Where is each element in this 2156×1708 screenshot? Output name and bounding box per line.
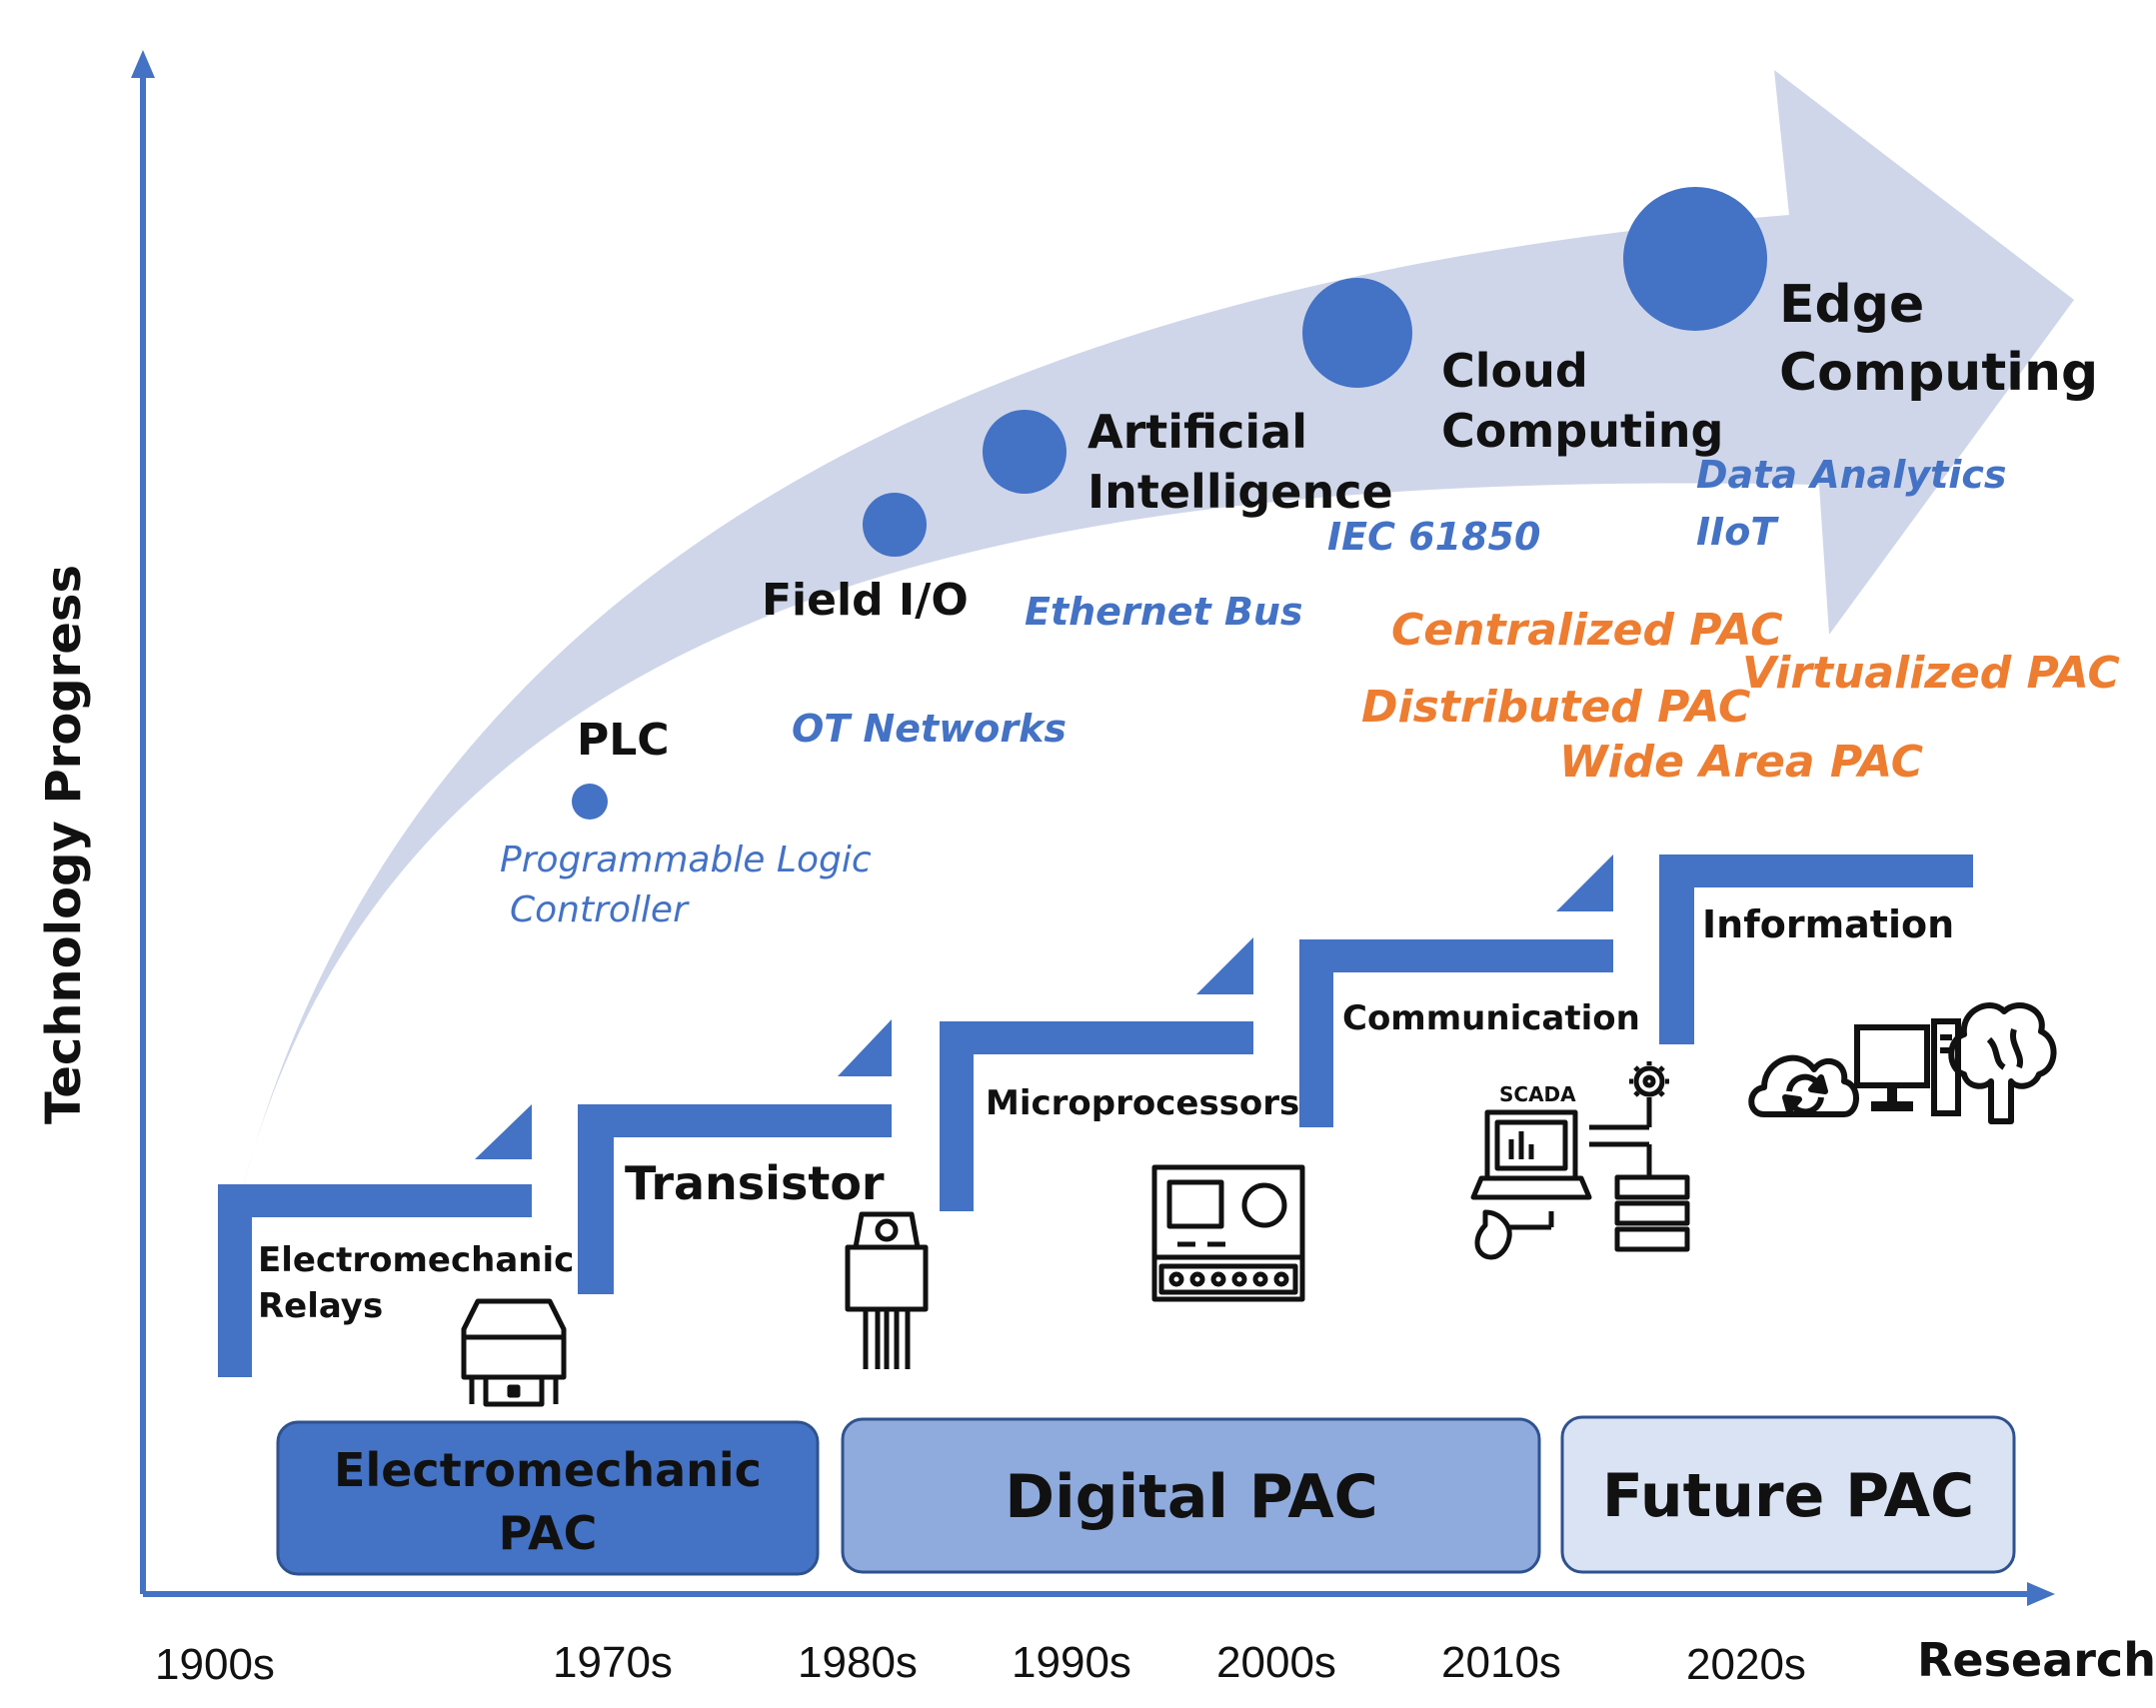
pac-variant-virtualized: Virtualized PAC	[1742, 648, 2120, 699]
decade-label: 1980s	[798, 1638, 918, 1687]
step-label-relays-line1: Electromechanic	[258, 1240, 574, 1280]
step-3-wedge	[1196, 937, 1253, 994]
step-5-tread	[1659, 854, 1973, 887]
milestone-dot	[983, 410, 1067, 494]
milestone-dot	[572, 784, 608, 820]
milestone-plc-desc-line2: Controller	[510, 889, 690, 930]
decade-label: 2000s	[1216, 1638, 1336, 1687]
milestone-edge-desc-line1: Data Analytics	[1696, 453, 2006, 497]
pac-variant-distributed: Distributed PAC	[1361, 682, 1750, 733]
microprocessor-device-icon	[1151, 1164, 1305, 1302]
milestone-dot	[863, 493, 927, 557]
milestone-edge-desc-line2: IIoT	[1696, 510, 1779, 554]
step-label-information: Information	[1702, 902, 1954, 946]
progress-curved-arrow	[240, 70, 2074, 1199]
step-4-wedge	[1556, 854, 1613, 911]
milestone-field-io: Field I/O	[762, 575, 969, 626]
milestone-plc: PLC	[577, 715, 670, 766]
era-label-electromechanic-line1: Electromechanic	[334, 1443, 762, 1497]
era-electromechanic-pac	[276, 1420, 820, 1576]
step-2-tread	[578, 1104, 892, 1137]
decade-label: 1900s	[155, 1640, 275, 1689]
step-label-relays-line2: Relays	[258, 1286, 383, 1326]
y-axis-arrowhead	[131, 50, 155, 78]
pac-variants: Centralized PAC Virtualized PAC Distribu…	[1361, 605, 2120, 788]
step-label-transistor: Transistor	[625, 1156, 885, 1210]
transistor-icon	[845, 1211, 929, 1369]
step-1-tread	[218, 1184, 532, 1217]
milestone-dot	[1302, 278, 1412, 388]
milestone-ai-line1: Artificial	[1087, 405, 1307, 459]
era-bars: Electromechanic PAC Digital PAC Future P…	[276, 1415, 2016, 1576]
decade-label: 2020s	[1686, 1640, 1806, 1689]
milestone-ai-desc: Ethernet Bus	[1025, 590, 1303, 634]
era-label-digital: Digital PAC	[1005, 1462, 1377, 1532]
step-3-tread	[940, 1021, 1253, 1054]
milestone-edge-line2: Computing	[1779, 343, 2098, 403]
milestone-dots	[572, 187, 1767, 820]
era-label-electromechanic-line2: PAC	[499, 1506, 598, 1560]
milestone-labels: PLC Programmable Logic Controller Field …	[500, 275, 2098, 930]
decade-labels: 1900s 1970s 1980s 1990s 2000s 2010s 2020…	[155, 1638, 1806, 1689]
milestone-plc-desc-line1: Programmable Logic	[500, 840, 872, 880]
y-axis-label: Technology Progress	[36, 565, 92, 1124]
computer-icon	[1854, 1018, 1961, 1116]
step-label-communication: Communication	[1342, 998, 1640, 1038]
era-future-pac	[1560, 1415, 2016, 1574]
relay-icon	[461, 1298, 567, 1407]
step-2-wedge	[838, 1019, 892, 1076]
decade-label: 1970s	[553, 1638, 673, 1687]
scada-network-icon: SCADA	[1470, 1061, 1690, 1260]
brain-tree-icon	[1948, 1002, 2057, 1124]
milestone-cloud-line1: Cloud	[1441, 344, 1588, 398]
milestone-edge-line1: Edge	[1779, 275, 1924, 335]
step-labels: Electromechanic Relays Transistor Microp…	[258, 902, 1954, 1326]
cloud-sync-icon	[1748, 1054, 1859, 1117]
x-axis-arrowhead	[2027, 1582, 2055, 1606]
pac-variant-centralized: Centralized PAC	[1391, 605, 1783, 656]
x-axis-label: Research	[1917, 1633, 2156, 1687]
milestone-ai-line2: Intelligence	[1087, 465, 1393, 519]
milestone-field-io-desc: OT Networks	[792, 707, 1067, 751]
era-label-future: Future PAC	[1602, 1461, 1974, 1531]
decade-label: 1990s	[1012, 1638, 1131, 1687]
scada-label: SCADA	[1499, 1082, 1576, 1106]
step-4-tread	[1299, 939, 1613, 972]
axes	[131, 50, 2055, 1606]
step-1-wedge	[475, 1104, 532, 1159]
milestone-cloud-desc: IEC 61850	[1327, 515, 1540, 559]
decade-label: 2010s	[1441, 1638, 1561, 1687]
era-digital-pac	[841, 1417, 1541, 1574]
milestone-cloud-line2: Computing	[1441, 404, 1723, 458]
step-label-microprocessors: Microprocessors	[986, 1083, 1299, 1123]
technology-staircase	[218, 854, 1973, 1377]
milestone-dot	[1623, 187, 1767, 331]
pac-variant-wide-area: Wide Area PAC	[1559, 737, 1923, 788]
